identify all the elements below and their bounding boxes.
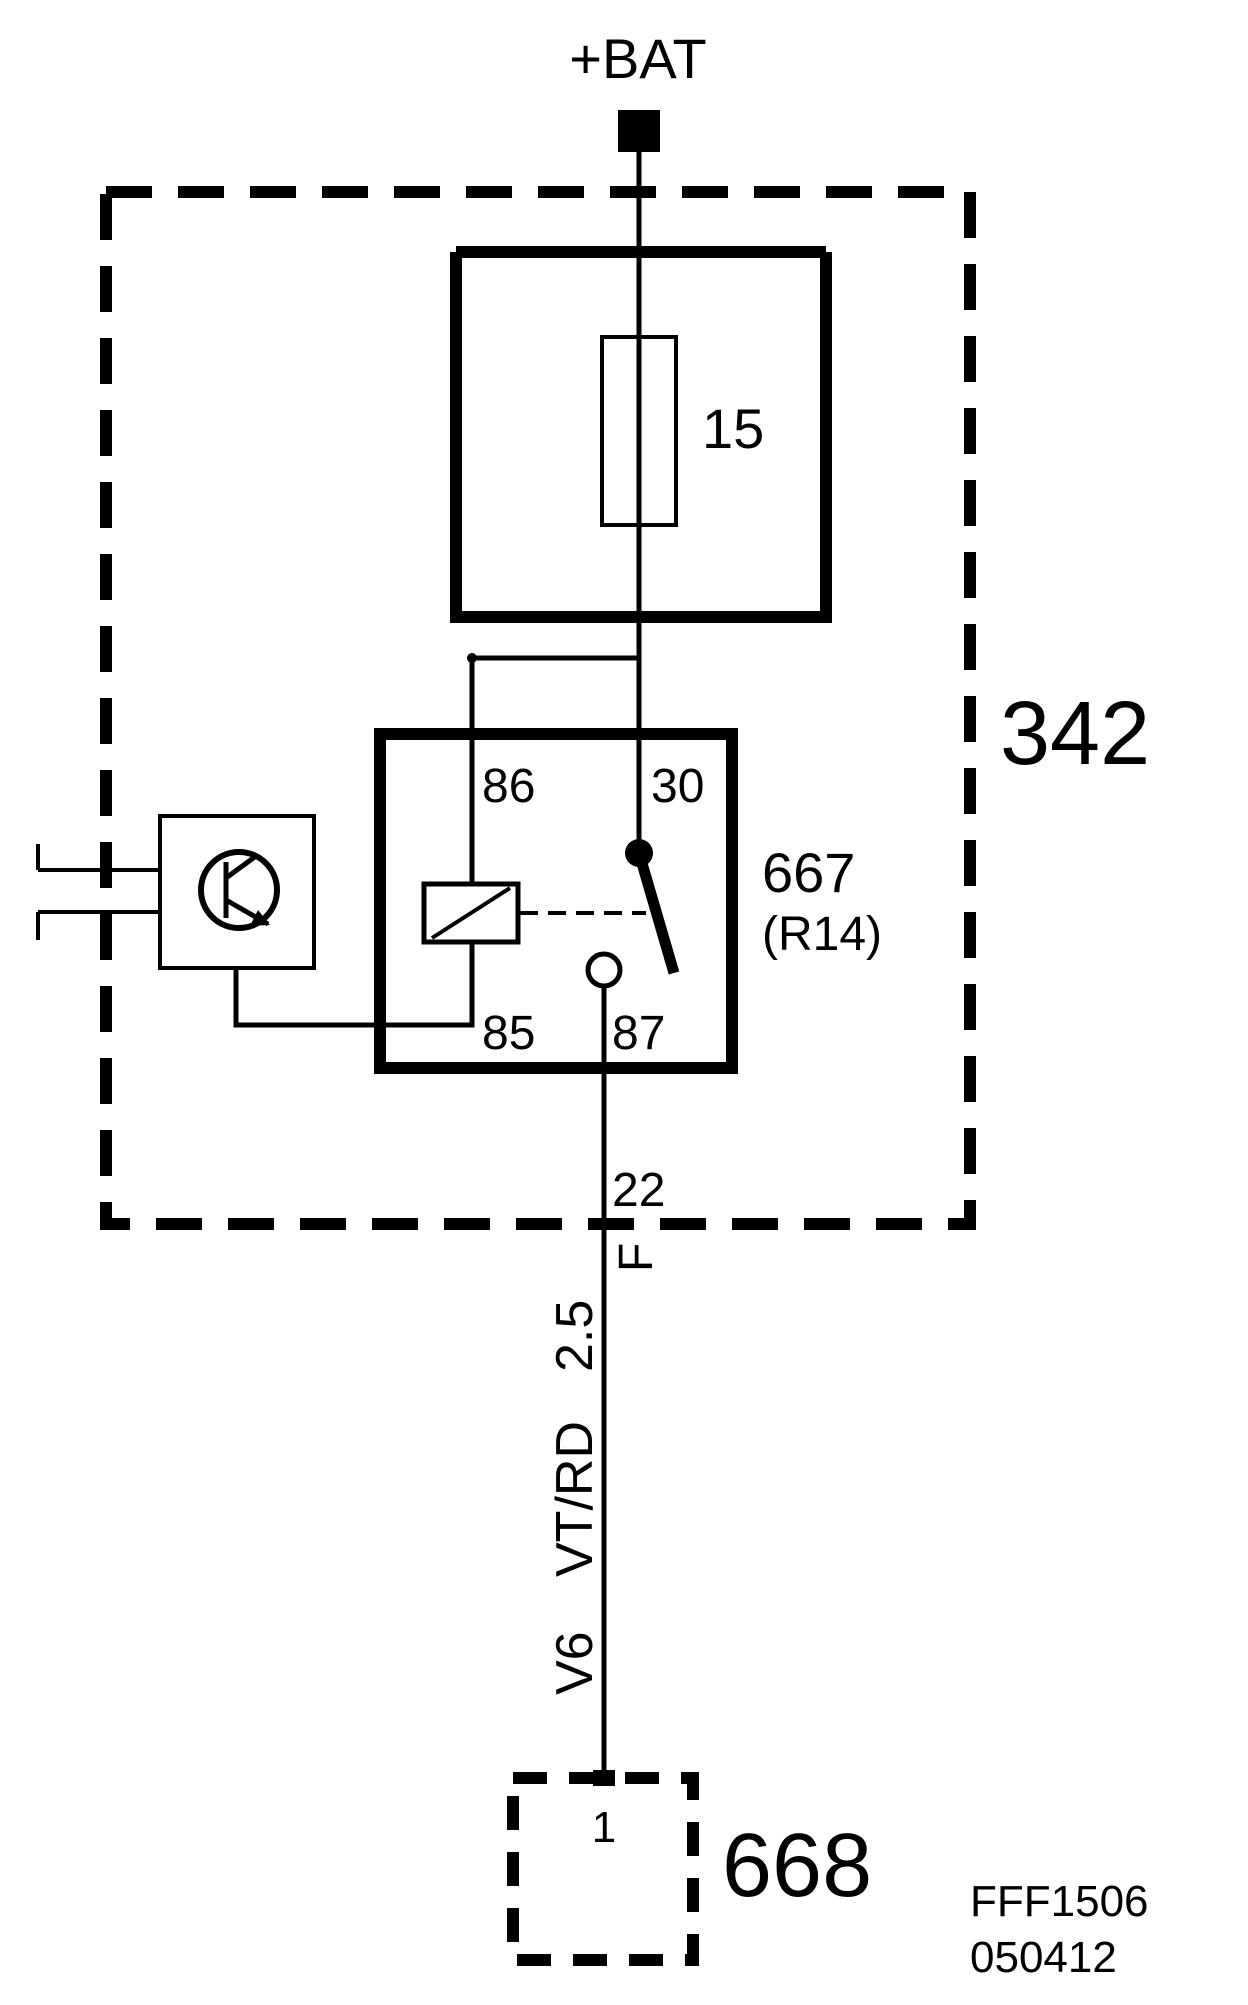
relay-code: (R14): [762, 908, 882, 961]
load-pin: 1: [592, 1803, 616, 1852]
power-label: +BAT: [569, 27, 706, 90]
wire-id: V6: [546, 1631, 604, 1695]
wire-size: 2.5: [546, 1300, 604, 1372]
transistor-module: [158, 814, 316, 970]
relay-box: [374, 728, 738, 1074]
relay-pin-30: 30: [651, 760, 704, 813]
relay-pin-86: 86: [482, 760, 535, 813]
module-boundary: [100, 186, 976, 1230]
coil-drive-wire: [233, 942, 475, 1028]
transistor-collector: [224, 853, 258, 881]
fuse-number: 15: [702, 397, 764, 460]
load-number: 668: [722, 1816, 872, 1916]
transistor-icon: [198, 849, 280, 931]
transistor-arrow: [250, 910, 270, 926]
contact-87: [585, 951, 623, 989]
switch-arm: [633, 851, 680, 975]
connector-pin: 22: [612, 1164, 665, 1217]
relay-number: 667: [762, 841, 855, 904]
module-number: 342: [1000, 684, 1150, 784]
coil-diagonal: [430, 886, 512, 940]
junction-dot: [467, 653, 477, 663]
drawing-code: FFF1506: [970, 1877, 1149, 1926]
relay-pin-85: 85: [482, 1007, 535, 1060]
connector-letter: F: [610, 1243, 663, 1272]
relay-pin-87: 87: [612, 1007, 665, 1060]
drawing-date: 050412: [970, 1933, 1117, 1982]
battery-terminal: [618, 110, 660, 152]
load-terminal: [593, 1770, 615, 1786]
wire-color: VT/RD: [546, 1421, 604, 1577]
